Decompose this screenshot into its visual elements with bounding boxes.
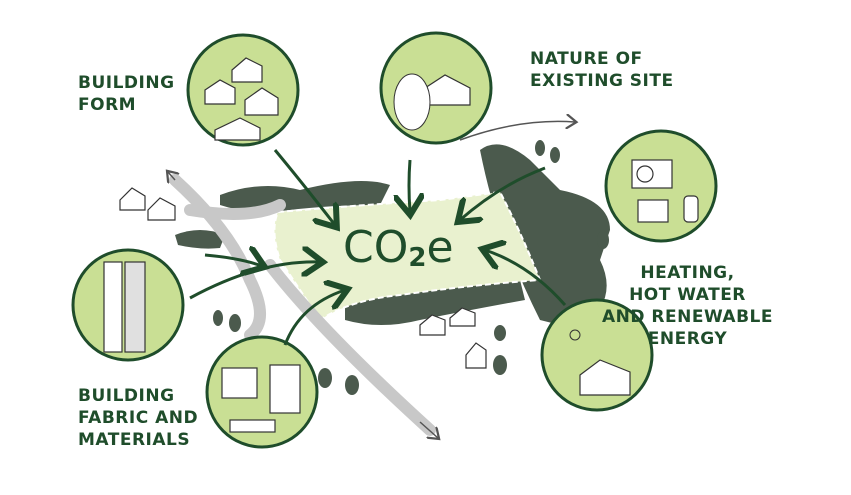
forest (175, 144, 610, 330)
co2-suffix: e (426, 222, 454, 273)
label-building-fabric: BUILDING FABRIC AND MATERIALS (78, 386, 199, 450)
label-building-form: BUILDING FORM (78, 73, 175, 115)
label-nature-existing-site: NATURE OF EXISTING SITE (530, 49, 674, 91)
houses (119, 187, 487, 369)
co2-text: CO (343, 222, 409, 273)
building-form-circle (186, 33, 300, 147)
co2e-label: CO2e (343, 222, 454, 273)
co2-subscript: 2 (408, 243, 427, 273)
circle-icons (103, 57, 699, 433)
trees (213, 140, 609, 395)
label-heating-energy: HEATING, HOT WATER AND RENEWABLE ENERGY (601, 263, 773, 349)
arrows (189, 149, 567, 346)
